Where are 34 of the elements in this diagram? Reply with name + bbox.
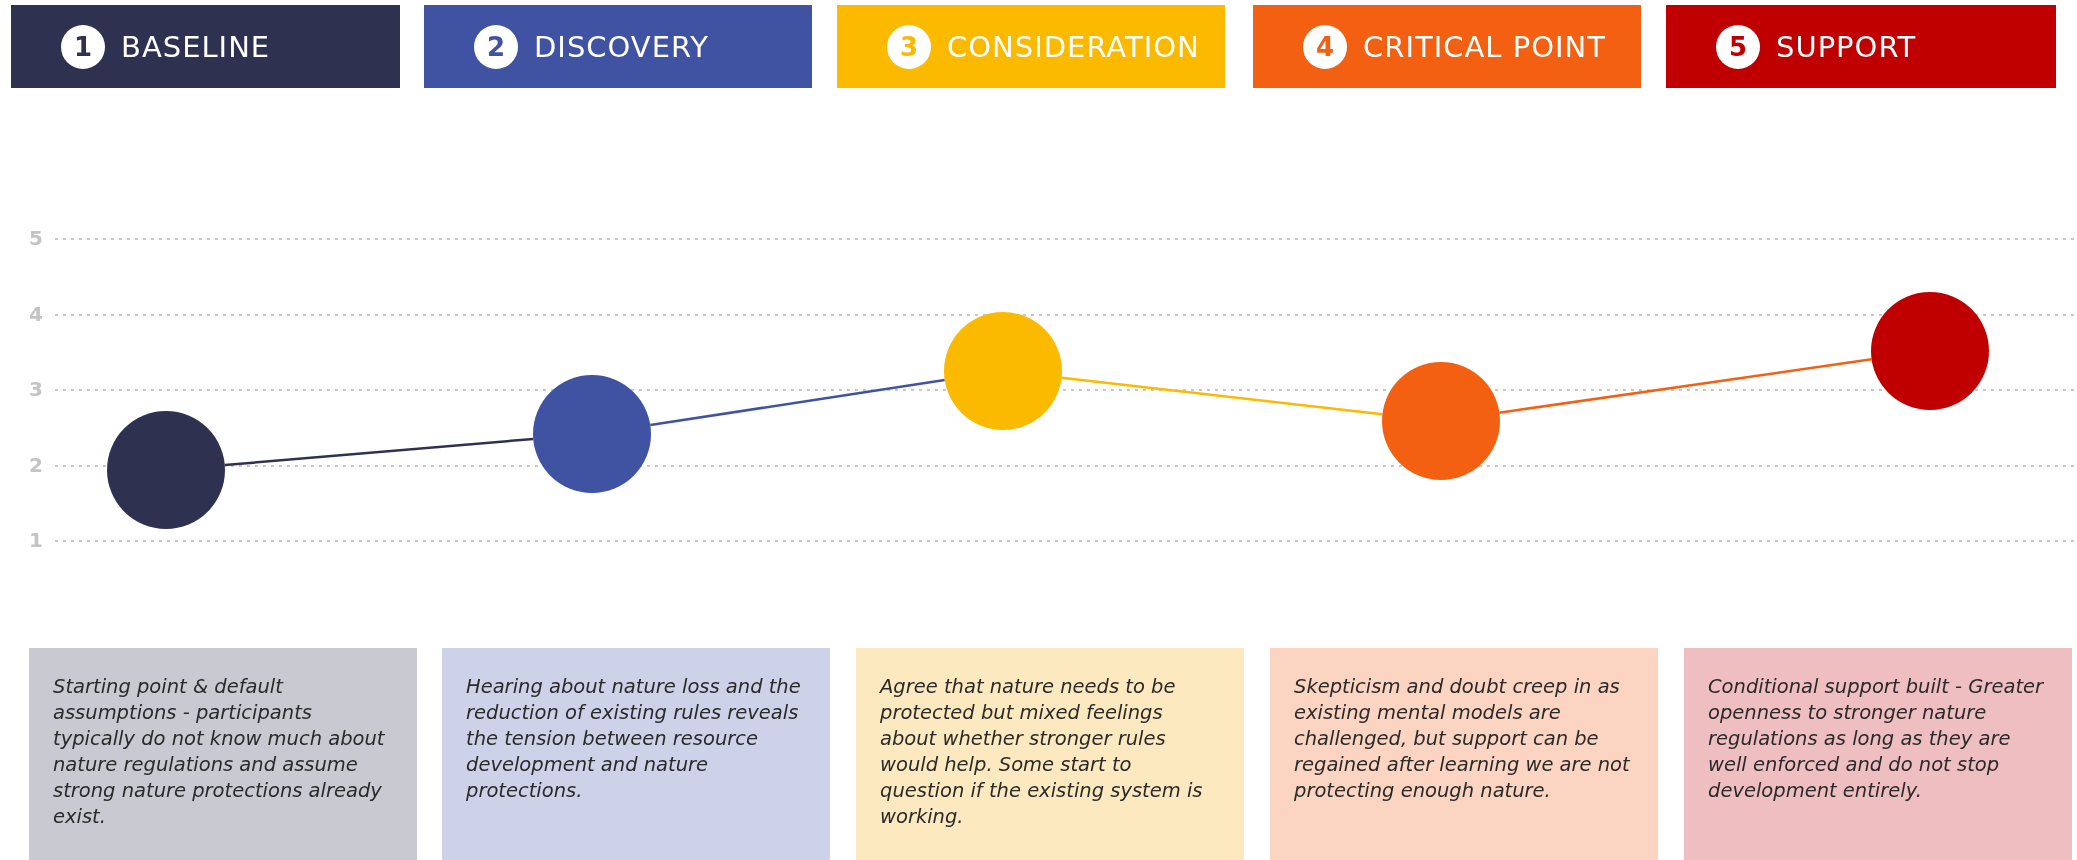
connector-line: [224, 437, 534, 467]
stage-title: BASELINE: [121, 29, 271, 64]
connector-line: [1499, 358, 1872, 414]
step-number-badge: 1: [61, 24, 105, 69]
stage-title: DISCOVERY: [534, 29, 710, 64]
step-number-badge: 2: [474, 24, 518, 69]
description-text: Starting point & default assumptions - participants typically do not know much about nature regulations and assume strong nature protections already exist.: [53, 674, 386, 830]
stage-description-card: [1270, 648, 1658, 860]
stage-title: CRITICAL POINT: [1363, 29, 1606, 64]
connector-line: [650, 378, 945, 427]
axis-tick-label: 5: [28, 226, 44, 250]
step-number-badge: 4: [1303, 24, 1347, 69]
description-text: Skepticism and doubt creep in as existing mental models are challenged, but support can be regained after learning we are not protecting enough nature.: [1294, 674, 1631, 804]
step-number-badge: 3: [887, 24, 931, 69]
stage-description-card: [29, 648, 417, 860]
stage-description-card: [856, 648, 1244, 860]
stage-header-bar: [11, 5, 400, 88]
axis-tick-label: 2: [28, 453, 44, 477]
stage-title: CONSIDERATION: [947, 29, 1200, 64]
axis-tick-label: 3: [28, 377, 44, 401]
stage-description-card: [442, 648, 830, 860]
stage-header-bar: [837, 5, 1225, 88]
stage-header-bar: [424, 5, 812, 88]
description-text: Agree that nature needs to be protected but mixed feelings about whether stronger rules would help. Some start to question if the existing system is working.: [880, 674, 1204, 830]
stage-description-card: [1684, 648, 2072, 860]
axis-tick-label: 1: [28, 528, 44, 552]
axis-tick-label: 4: [28, 302, 44, 326]
description-text: Conditional support built - Greater openness to stronger nature regulations as long as they are well enforced and do not stop development entirely.: [1708, 674, 2045, 804]
step-number-badge: 5: [1716, 24, 1760, 69]
stage-header-bar: [1666, 5, 2056, 88]
connector-line: [1061, 376, 1383, 416]
stage-title: SUPPORT: [1776, 29, 1917, 64]
description-text: Hearing about nature loss and the reduction of existing rules reveals the tension between resource development and nature protections.: [466, 674, 802, 804]
stage-header-bar: [1253, 5, 1641, 88]
